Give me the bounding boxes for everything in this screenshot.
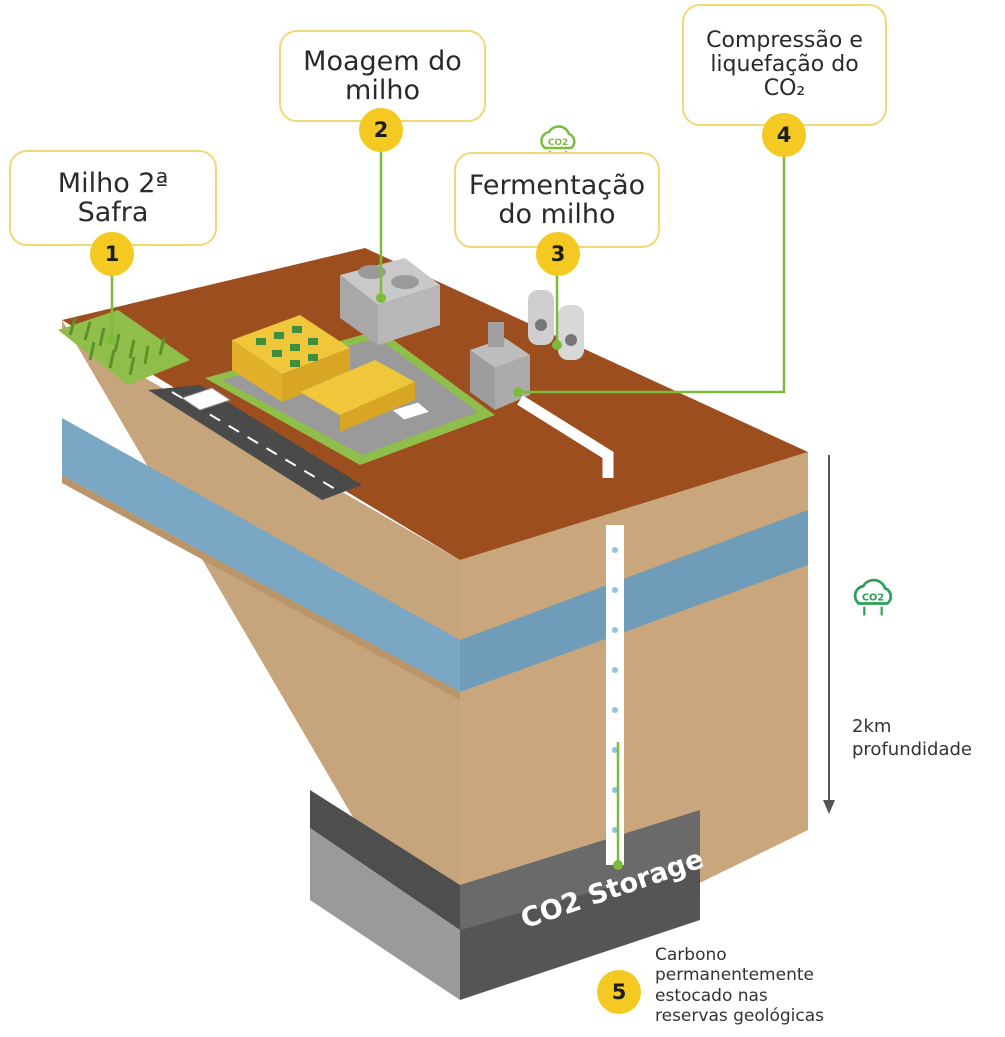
step-2-callout: Moagem do milho xyxy=(279,30,486,122)
leader-lines xyxy=(110,150,786,865)
step-5-badge-visible: 5 xyxy=(597,970,641,1014)
co2-icon-text: CO2 xyxy=(548,138,569,148)
corn-field-icon xyxy=(58,310,190,385)
factory-icon xyxy=(232,315,415,432)
mill-machine xyxy=(340,258,440,345)
front-water-layer xyxy=(460,510,808,692)
left-storage-layer-dark xyxy=(310,790,460,930)
truck-icon xyxy=(180,387,432,421)
tank-icon xyxy=(528,290,584,360)
step-2-badge: 2 xyxy=(359,108,403,152)
co2-cloud-icon-depth: CO2 xyxy=(848,575,898,619)
front-storage-layer xyxy=(460,810,700,930)
step-4-callout: Compressão e liquefação do CO₂ xyxy=(682,4,887,126)
co2-cloud-icon: CO2 xyxy=(535,122,581,162)
left-storage-layer-light xyxy=(310,828,460,1000)
step-3-badge: 3 xyxy=(536,232,580,276)
left-water-layer xyxy=(62,418,460,692)
co2-pipe-surface xyxy=(517,395,614,478)
left-sand-band xyxy=(62,475,460,700)
co2-injection-well xyxy=(606,525,624,865)
compression-unit xyxy=(470,322,530,410)
step-4-badge: 4 xyxy=(762,113,806,157)
step-1-badge: 1 xyxy=(90,232,134,276)
step-5-label: Carbono permanentemente estocado nas res… xyxy=(655,945,825,1027)
step-4-label: Compressão e liquefação do CO₂ xyxy=(706,28,863,101)
depth-label: 2km profundidade xyxy=(852,716,972,760)
step-1-callout: Milho 2ª Safra xyxy=(9,150,217,246)
step-3-label: Fermentação do milho xyxy=(468,169,646,230)
co2-icon-text-depth: CO2 xyxy=(862,592,884,603)
step-1-label: Milho 2ª Safra xyxy=(57,167,169,228)
front-storage-base xyxy=(460,860,700,1000)
step-2-label: Moagem do milho xyxy=(303,45,462,106)
depth-arrow-icon xyxy=(823,455,835,814)
